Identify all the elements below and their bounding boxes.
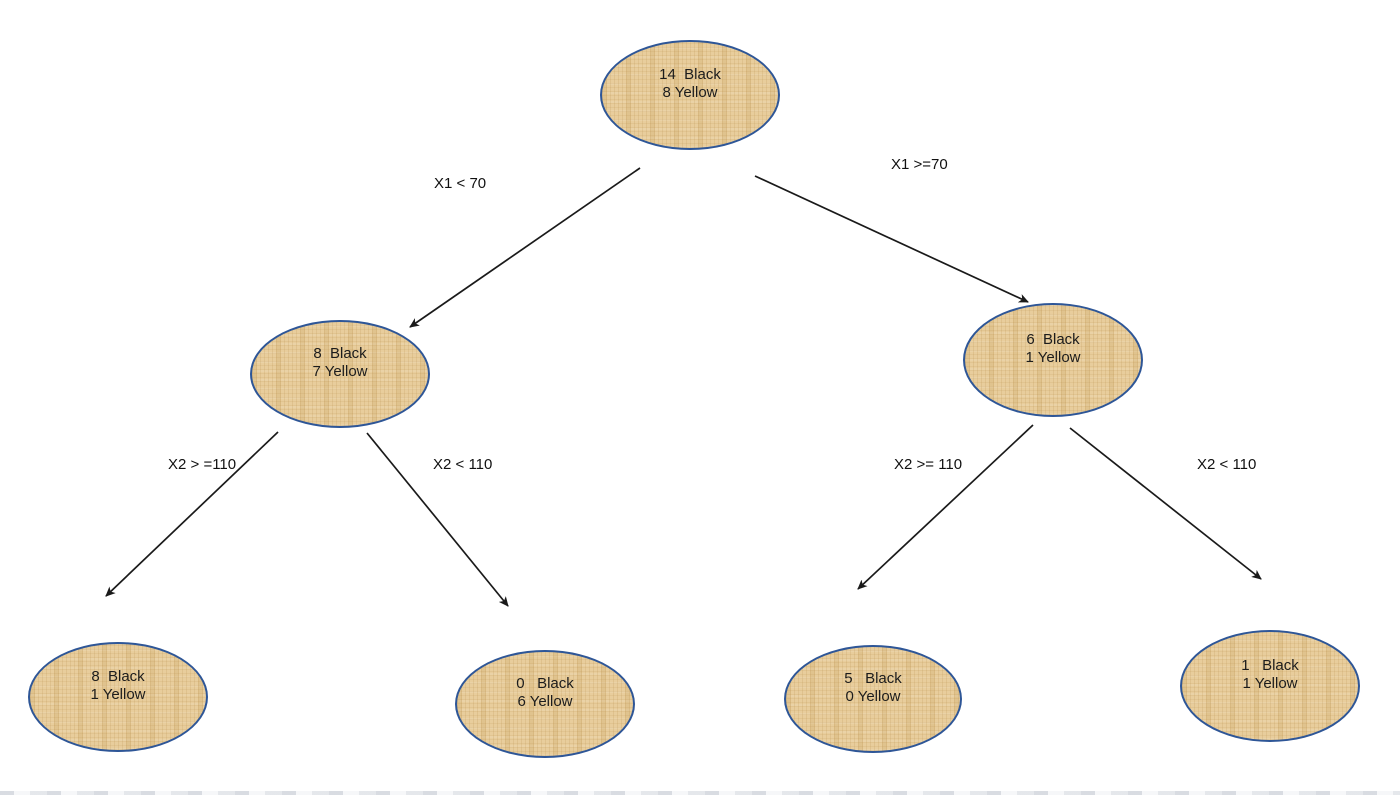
tree-node-right-child: 6 Black 1 Yellow: [963, 303, 1143, 417]
tree-node-root: 14 Black 8 Yellow: [600, 40, 780, 150]
node-label-line1: 1 Black: [1241, 657, 1299, 674]
edge-right-to-leaf3-arrow: [857, 424, 1034, 590]
node-label-line2: 7 Yellow: [312, 363, 368, 380]
tree-node-leaf-4: 1 Black 1 Yellow: [1180, 630, 1360, 742]
tree-node-left-child: 8 Black 7 Yellow: [250, 320, 430, 428]
edge-label-root-right: X1 >=70: [891, 156, 948, 173]
bottom-edge-strip: [0, 791, 1400, 795]
node-label-line2: 1 Yellow: [1025, 349, 1081, 366]
node-label-line1: 0 Black: [516, 675, 574, 692]
edge-label-left-right: X2 < 110: [433, 456, 493, 473]
node-label-line1: 14 Black: [659, 66, 721, 83]
edge-label-root-left: X1 < 70: [434, 175, 487, 192]
node-label-line2: 1 Yellow: [1242, 675, 1298, 692]
node-label-line1: 6 Black: [1026, 331, 1080, 348]
edge-label-left-left: X2 > =110: [168, 456, 237, 473]
edge-label-right-left: X2 >= 110: [894, 456, 963, 473]
node-label-line2: 8 Yellow: [662, 84, 718, 101]
edge-root-to-right-arrow: [754, 175, 1029, 303]
node-label-line2: 0 Yellow: [845, 688, 901, 705]
edge-label-right-right: X2 < 110: [1197, 456, 1257, 473]
node-label-line2: 1 Yellow: [90, 686, 146, 703]
tree-node-leaf-1: 8 Black 1 Yellow: [28, 642, 208, 752]
edge-right-to-leaf4-arrow: [1069, 427, 1262, 580]
node-label-line2: 6 Yellow: [517, 693, 573, 710]
node-label-line1: 5 Black: [844, 670, 902, 687]
tree-node-leaf-2: 0 Black 6 Yellow: [455, 650, 635, 758]
node-label-line1: 8 Black: [313, 345, 367, 362]
tree-node-leaf-3: 5 Black 0 Yellow: [784, 645, 962, 753]
node-label-line1: 8 Black: [91, 668, 145, 685]
